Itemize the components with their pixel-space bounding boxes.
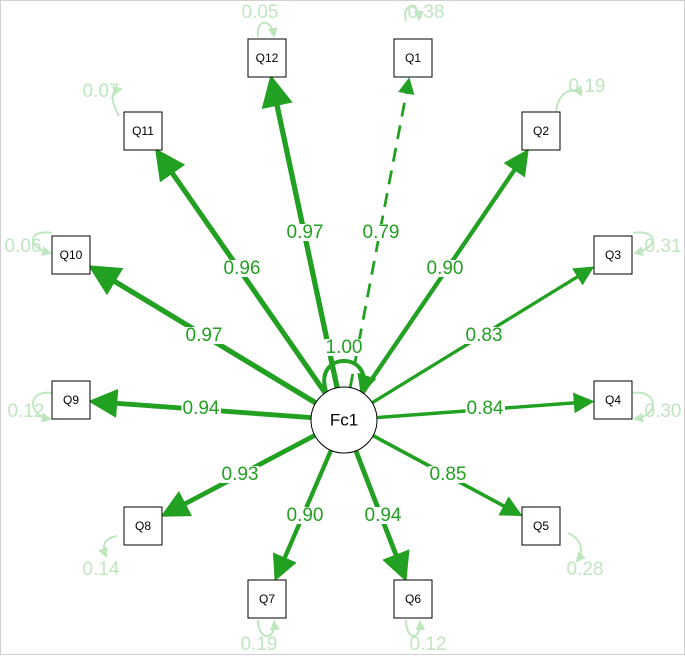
loading-label-q8: 0.93 xyxy=(220,464,260,485)
residual-arc-q5 xyxy=(567,532,586,563)
indicator-box-q12 xyxy=(247,38,287,78)
indicator-box-q4 xyxy=(593,380,633,420)
indicator-label-q6: Q6 xyxy=(405,592,421,606)
indicator-label-q5: Q5 xyxy=(533,519,549,533)
residual-arc-q2 xyxy=(555,85,582,112)
indicator-label-q3: Q3 xyxy=(605,248,621,262)
loading-label-q2-bg xyxy=(425,260,465,278)
residual-arc-q9 xyxy=(32,391,53,423)
indicator-label-q7: Q7 xyxy=(259,592,275,606)
loading-label-q9-bg xyxy=(181,400,221,418)
loading-label-q5: 0.85 xyxy=(428,464,468,485)
svg-text:0.97: 0.97 xyxy=(186,325,223,346)
svg-text:0.79: 0.79 xyxy=(363,222,400,243)
svg-text:0.90: 0.90 xyxy=(287,505,324,526)
indicator-label-q4: Q4 xyxy=(605,393,621,407)
indicator-box-q3 xyxy=(593,235,633,275)
residual-arc-q4 xyxy=(632,391,654,423)
residual-label-q11: 0.07 xyxy=(83,81,120,102)
residual-label-q1: 0.38 xyxy=(408,2,445,23)
indicator-label-q11: Q11 xyxy=(132,124,154,138)
svg-text:0.90: 0.90 xyxy=(427,258,464,279)
loading-label-q12: 0.97 xyxy=(285,222,325,243)
svg-text:0.94: 0.94 xyxy=(365,505,402,526)
loading-arrow-q1 xyxy=(348,77,415,388)
indicator-box-q7 xyxy=(247,579,287,619)
residual-arc-q3 xyxy=(632,231,654,257)
indicator-label-q12: Q12 xyxy=(256,51,279,65)
loading-label-q3-bg xyxy=(464,327,504,345)
residual-label-q12: 0.05 xyxy=(242,2,279,23)
residual-label-q9: 0.12 xyxy=(8,401,45,422)
svg-text:0.96: 0.96 xyxy=(224,258,261,279)
indicator-label-q1: Q1 xyxy=(405,51,421,65)
indicator-label-q2: Q2 xyxy=(533,124,549,138)
residual-arc-q12 xyxy=(256,21,278,38)
svg-text:0.93: 0.93 xyxy=(222,464,259,485)
factor-variance-label: 1.00 xyxy=(324,337,364,358)
factor-variance-loop xyxy=(322,359,377,395)
residual-label-q7: 0.19 xyxy=(241,634,278,655)
residual-label-q4: 0.30 xyxy=(645,401,682,422)
svg-text:0.85: 0.85 xyxy=(430,464,467,485)
loading-label-q11: 0.96 xyxy=(222,258,262,279)
factor-label: Fc1 xyxy=(330,410,358,429)
indicator-box-q9 xyxy=(51,380,91,420)
loading-label-q1-bg xyxy=(361,224,401,242)
loading-label-q6-bg xyxy=(363,507,403,525)
loading-label-q9: 0.94 xyxy=(181,398,221,419)
residual-label-q2: 0.19 xyxy=(569,76,606,97)
svg-text:0.83: 0.83 xyxy=(466,325,503,346)
indicator-box-q6 xyxy=(393,579,433,619)
loading-label-q11-bg xyxy=(222,260,262,278)
loading-label-q7-bg xyxy=(285,507,325,525)
residual-arc-q6 xyxy=(405,619,426,637)
indicator-box-q5 xyxy=(521,506,561,546)
loading-label-q1: 0.79 xyxy=(361,222,401,243)
indicator-box-q11 xyxy=(123,111,163,151)
residual-label-q6: 0.12 xyxy=(410,634,447,655)
svg-text:0.94: 0.94 xyxy=(183,398,220,419)
indicator-box-q2 xyxy=(521,111,561,151)
factor-variance-label-bg xyxy=(324,339,364,357)
loading-label-q4: 0.84 xyxy=(465,398,505,419)
loading-label-q6: 0.94 xyxy=(363,505,403,526)
indicator-label-q8: Q8 xyxy=(135,519,151,533)
residual-arc-q1 xyxy=(404,5,424,22)
loading-label-q7: 0.90 xyxy=(285,505,325,526)
loading-label-q5-bg xyxy=(428,466,468,484)
loading-label-q10: 0.97 xyxy=(184,325,224,346)
loading-label-q4-bg xyxy=(465,400,505,418)
residual-label-q8: 0.14 xyxy=(83,559,120,580)
loading-label-q3: 0.83 xyxy=(464,325,504,346)
indicator-label-q10: Q10 xyxy=(60,248,83,262)
svg-text:0.97: 0.97 xyxy=(287,222,324,243)
residual-label-q3: 0.31 xyxy=(645,236,682,257)
loading-label-q8-bg xyxy=(220,466,260,484)
factor-node xyxy=(310,386,378,454)
indicator-box-q10 xyxy=(51,235,91,275)
residual-arc-q11 xyxy=(111,85,123,117)
loading-label-q10-bg xyxy=(184,327,224,345)
residual-arc-q10 xyxy=(32,231,53,256)
residual-arc-q8 xyxy=(98,535,118,558)
indicator-box-q1 xyxy=(393,38,433,78)
svg-text:0.84: 0.84 xyxy=(467,398,504,419)
residual-label-q5: 0.28 xyxy=(567,559,604,580)
indicator-box-q8 xyxy=(123,506,163,546)
loading-label-q12-bg xyxy=(285,224,325,242)
indicator-label-q9: Q9 xyxy=(63,393,79,407)
svg-text:1.00: 1.00 xyxy=(326,337,363,358)
residual-arc-q7 xyxy=(257,619,280,637)
residual-label-q10: 0.06 xyxy=(5,236,42,257)
loading-label-q2: 0.90 xyxy=(425,258,465,279)
